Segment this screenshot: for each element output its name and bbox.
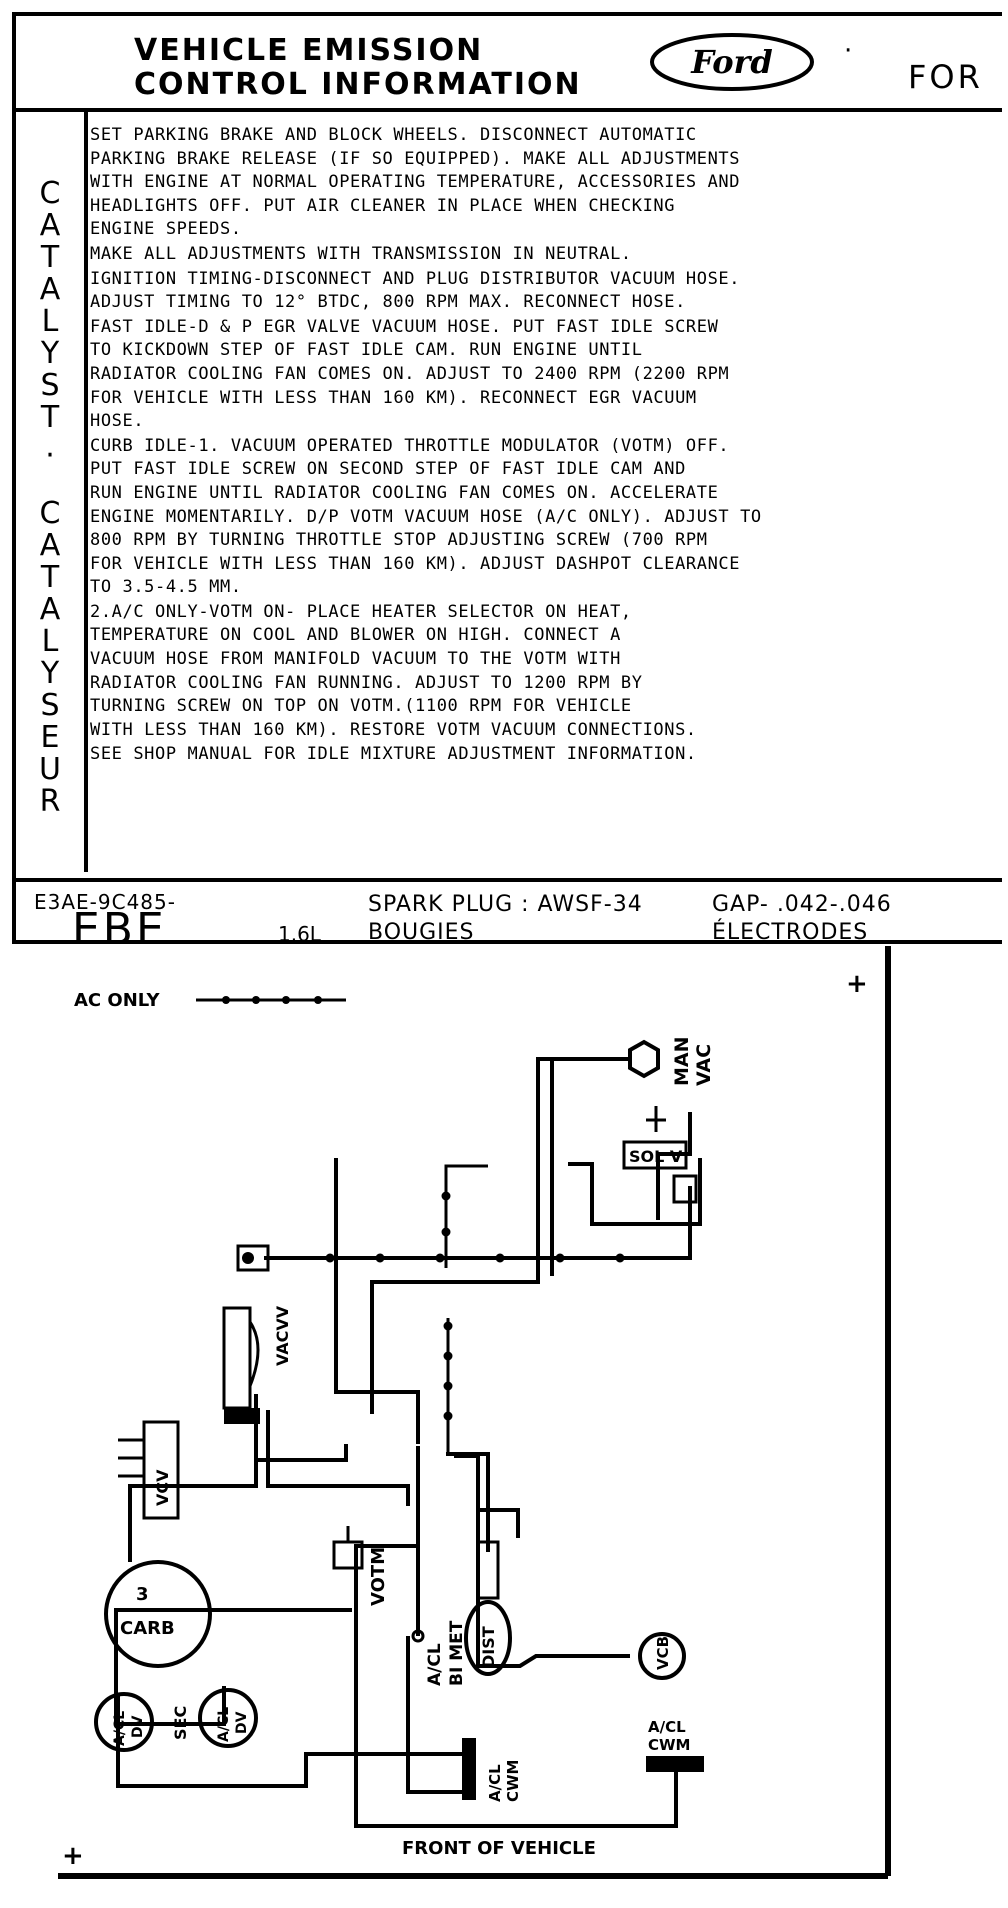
dv-label-1: DV	[130, 1715, 146, 1738]
side-letter: E	[40, 720, 60, 755]
side-letter: U	[39, 752, 61, 787]
ford-logo-text: Ford	[691, 43, 773, 81]
side-letter: L	[41, 304, 59, 339]
header-dot: ·	[844, 36, 853, 66]
part-number: E3AE-9C485-	[34, 890, 176, 914]
acl-dv-valve-primary: A/CL DV	[94, 1692, 154, 1752]
title-line-2: CONTROL INFORMATION	[134, 67, 582, 102]
side-letter: C	[39, 496, 61, 531]
manifold-vacuum-icon	[628, 1039, 660, 1079]
ford-logo: Ford	[648, 32, 816, 92]
side-letter: Y	[40, 656, 60, 691]
adjustment-instructions: SET PARKING BRAKE AND BLOCK WHEELS. DISC…	[90, 124, 970, 768]
carburetor: 3 CARB	[104, 1560, 212, 1668]
acl-dv-label-1: A/CL	[112, 1711, 128, 1746]
side-letter: A	[39, 528, 61, 563]
distributor: DIST	[464, 1540, 512, 1676]
solv-label: SOL V	[629, 1147, 683, 1166]
carb-number: 3	[136, 1584, 149, 1605]
catalyst-side-label: C A T A L Y S T · C A T A L Y S E U R	[16, 112, 88, 872]
front-of-vehicle-label: FRONT OF VEHICLE	[402, 1838, 596, 1859]
side-letter: S	[40, 688, 60, 723]
acl-cwm-right-label-2: CWM	[648, 1736, 690, 1754]
acl-dv-valve-secondary: A/CL DV	[198, 1688, 258, 1748]
instruction-paragraph: IGNITION TIMING-DISCONNECT AND PLUG DIST…	[90, 268, 741, 313]
side-letter: A	[39, 592, 61, 627]
acl-cwm-left-label-2: CWM	[504, 1760, 522, 1802]
instruction-paragraph: 2.A/C ONLY-VOTM ON- PLACE HEATER SELECTO…	[90, 601, 697, 740]
instruction-paragraph: MAKE ALL ADJUSTMENTS WITH TRANSMISSION I…	[90, 243, 632, 264]
bimet-junction	[411, 1629, 425, 1643]
acl-cwm-right: A/CL CWM	[646, 1718, 704, 1772]
vcb-valve: VCB	[638, 1632, 686, 1680]
spark-plug-spec: SPARK PLUG : AWSF-34	[368, 892, 643, 917]
legend-label: AC ONLY	[74, 990, 160, 1011]
vcb-label: VCB	[654, 1636, 672, 1670]
vacuum-hose-diagram: AC ONLY + + MAN VAC	[58, 946, 891, 1879]
label-title: VEHICLE EMISSION CONTROL INFORMATION	[134, 34, 582, 102]
side-letter: T	[40, 560, 60, 595]
carb-label: CARB	[120, 1618, 175, 1639]
vacvv-valve: VACVV	[222, 1305, 292, 1424]
ford-oval-icon	[650, 33, 814, 91]
acl-cwm-right-label-1: A/CL	[648, 1718, 686, 1736]
acl-cwm-left-label-1: A/CL	[486, 1764, 504, 1802]
acl-bimet-label-1: A/CL	[425, 1643, 445, 1686]
side-letter: A	[39, 208, 61, 243]
acl-cwm-left: A/CL CWM	[462, 1738, 522, 1802]
header-right-text: FOR	[908, 58, 983, 96]
dist-label: DIST	[479, 1626, 498, 1668]
vcv-valve: VCV	[118, 1420, 180, 1520]
plus-mark-top: +	[846, 969, 868, 999]
side-letter: ·	[45, 438, 55, 473]
plus-mark-bottom: +	[62, 1841, 84, 1871]
acl-dv-label-2: A/CL	[216, 1707, 232, 1742]
vac-label: VAC	[693, 1044, 715, 1086]
man-label: MAN	[671, 1036, 693, 1086]
side-letter: Y	[40, 336, 60, 371]
vacuum-hoses	[114, 1057, 702, 1828]
side-letter: S	[40, 368, 60, 403]
instruction-paragraph: FAST IDLE-D & P EGR VALVE VACUUM HOSE. P…	[90, 316, 730, 432]
sec-label: SEC	[171, 1706, 190, 1740]
gap-spec: GAP- .042-.046	[712, 892, 892, 917]
dv-label-2: DV	[234, 1711, 250, 1734]
bougies-label: BOUGIES	[368, 920, 475, 945]
side-letter: L	[41, 624, 59, 659]
side-letter: C	[39, 176, 61, 211]
side-letter: R	[39, 784, 61, 819]
side-letter: T	[40, 240, 60, 275]
label-footer: E3AE-9C485- EBE 1.6L SPARK PLUG : AWSF-3…	[16, 878, 1002, 955]
electrodes-label: ÉLECTRODES	[712, 920, 869, 945]
side-letter: T	[40, 400, 60, 435]
sol-v-valve: SOL V	[622, 1106, 698, 1204]
votm-valve: VOTM	[332, 1526, 389, 1606]
engine-size: 1.6L	[278, 922, 321, 946]
votm-label: VOTM	[368, 1547, 389, 1606]
vacvv-label: VACVV	[273, 1305, 292, 1366]
emission-label: VEHICLE EMISSION CONTROL INFORMATION For…	[12, 12, 1002, 955]
title-line-1: VEHICLE EMISSION	[134, 33, 484, 68]
label-header: VEHICLE EMISSION CONTROL INFORMATION For…	[16, 16, 1002, 112]
vcv-label: VCV	[153, 1469, 172, 1506]
ac-only-dotted-hose	[325, 1164, 625, 1454]
side-letter: A	[39, 272, 61, 307]
acl-bimet-label-2: BI MET	[447, 1620, 467, 1686]
fitting-left	[236, 1244, 270, 1272]
instruction-paragraph: SEE SHOP MANUAL FOR IDLE MIXTURE ADJUSTM…	[90, 744, 697, 765]
instruction-paragraph: SET PARKING BRAKE AND BLOCK WHEELS. DISC…	[90, 125, 741, 240]
legend-dotted-line	[196, 996, 346, 1004]
calibration-code: EBE	[72, 904, 167, 955]
instruction-paragraph: CURB IDLE-1. VACUUM OPERATED THROTTLE MO…	[90, 435, 762, 598]
